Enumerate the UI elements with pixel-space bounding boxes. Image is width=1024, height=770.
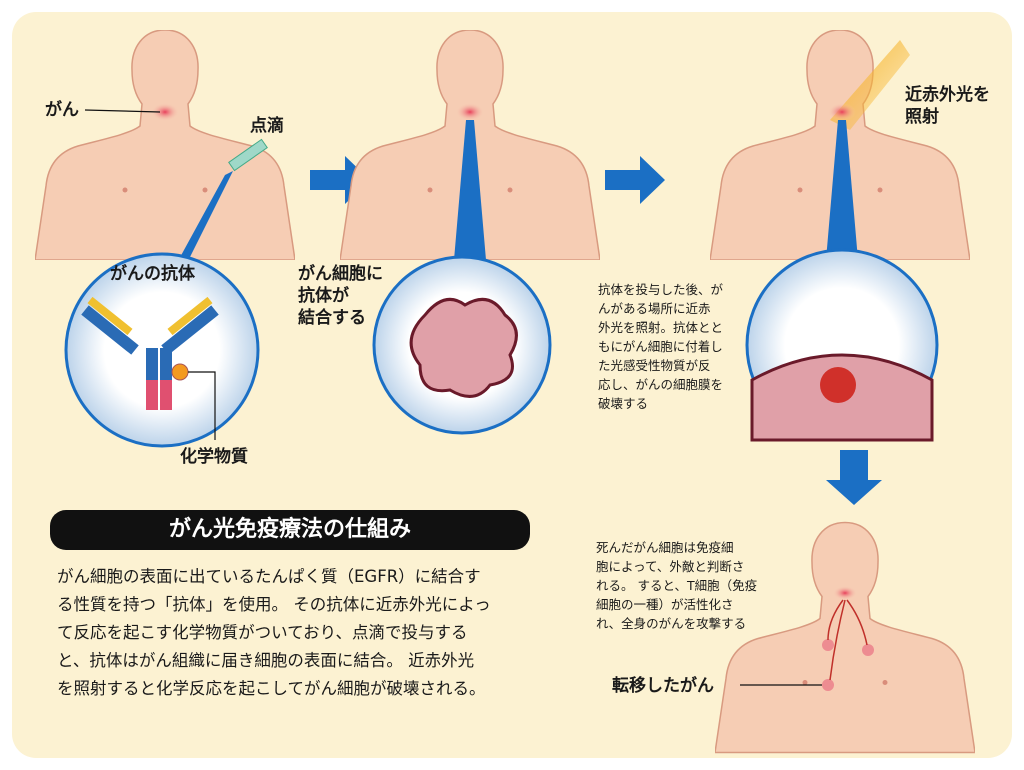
antibody-icon: [81, 296, 219, 410]
label-drip: 点滴: [250, 116, 284, 136]
text-line: 抗体を投与した後、が: [598, 282, 724, 297]
label-line: 結合する: [298, 308, 366, 328]
text-line: もにがん細胞に付着し: [598, 339, 723, 354]
text-line: れ、全身のがんを攻撃する: [596, 616, 747, 631]
explosion-icon: [820, 367, 856, 403]
text-line: 細胞の一種）が活性化さ: [596, 597, 734, 612]
label-line: 照射: [905, 107, 939, 127]
text-line: を照射すると化学反応を起こしてがん細胞が破壊される。: [57, 679, 486, 698]
label-line: 近赤外光を: [905, 85, 990, 105]
text-line: 破壊する: [598, 396, 649, 411]
step4-figure: [715, 521, 975, 754]
text-line: と、抗体はがん組織に届き細胞の表面に結合。 近赤外光: [57, 651, 475, 670]
chemical-icon: [171, 363, 189, 381]
text-line: た光感受性物質が反: [598, 358, 711, 373]
label-chemical: 化学物質: [180, 447, 248, 467]
text-line: 死んだがん細胞は免疫細: [596, 540, 734, 555]
step2-figure: [340, 30, 600, 435]
label-cancer: がん: [45, 100, 79, 120]
text-line: 胞によって、外敵と判断さ: [596, 559, 745, 574]
label-line: 抗体が: [298, 286, 349, 306]
callout-wedge: [178, 171, 233, 261]
text-line: れる。 すると、T細胞（免疫: [596, 578, 758, 593]
text-line: 応し、がんの細胞膜を: [598, 377, 724, 392]
text-line: んがある場所に近赤: [598, 301, 711, 316]
label-antibody: がんの抗体: [110, 264, 195, 284]
text-line: がん細胞の表面に出ているたんぱく質（EGFR）に結合す: [57, 567, 481, 586]
page-title: がん光免疫療法の仕組み: [50, 510, 530, 550]
step3-figure: [710, 30, 970, 442]
label-metastasis: 転移したがん: [612, 676, 714, 696]
step1-figure: [35, 30, 295, 448]
text-line: て反応を起こす化学物質がついており、点滴で投与する: [57, 623, 468, 642]
label-line: がん細胞に: [298, 264, 383, 284]
arrow-down-icon: [826, 450, 882, 505]
text-line: 外光を照射。抗体とと: [598, 320, 724, 335]
step4-description: 死んだがん細胞は免疫細 胞によって、外敵と判断さ れる。 すると、T細胞（免疫 …: [596, 538, 757, 633]
label-nir: 近赤外光を 照射: [905, 84, 990, 128]
text-line: る性質を持つ「抗体」を使用。 その抗体に近赤外光によっ: [57, 595, 491, 614]
label-binding: がん細胞に 抗体が 結合する: [298, 263, 383, 329]
main-description: がん細胞の表面に出ているたんぱく質（EGFR）に結合す る性質を持つ「抗体」を使…: [57, 563, 491, 703]
arrow-right-icon: [605, 156, 665, 204]
syringe-icon: [228, 138, 268, 172]
step3-description: 抗体を投与した後、が んがある場所に近赤 外光を照射。抗体とと もにがん細胞に付…: [598, 280, 723, 413]
